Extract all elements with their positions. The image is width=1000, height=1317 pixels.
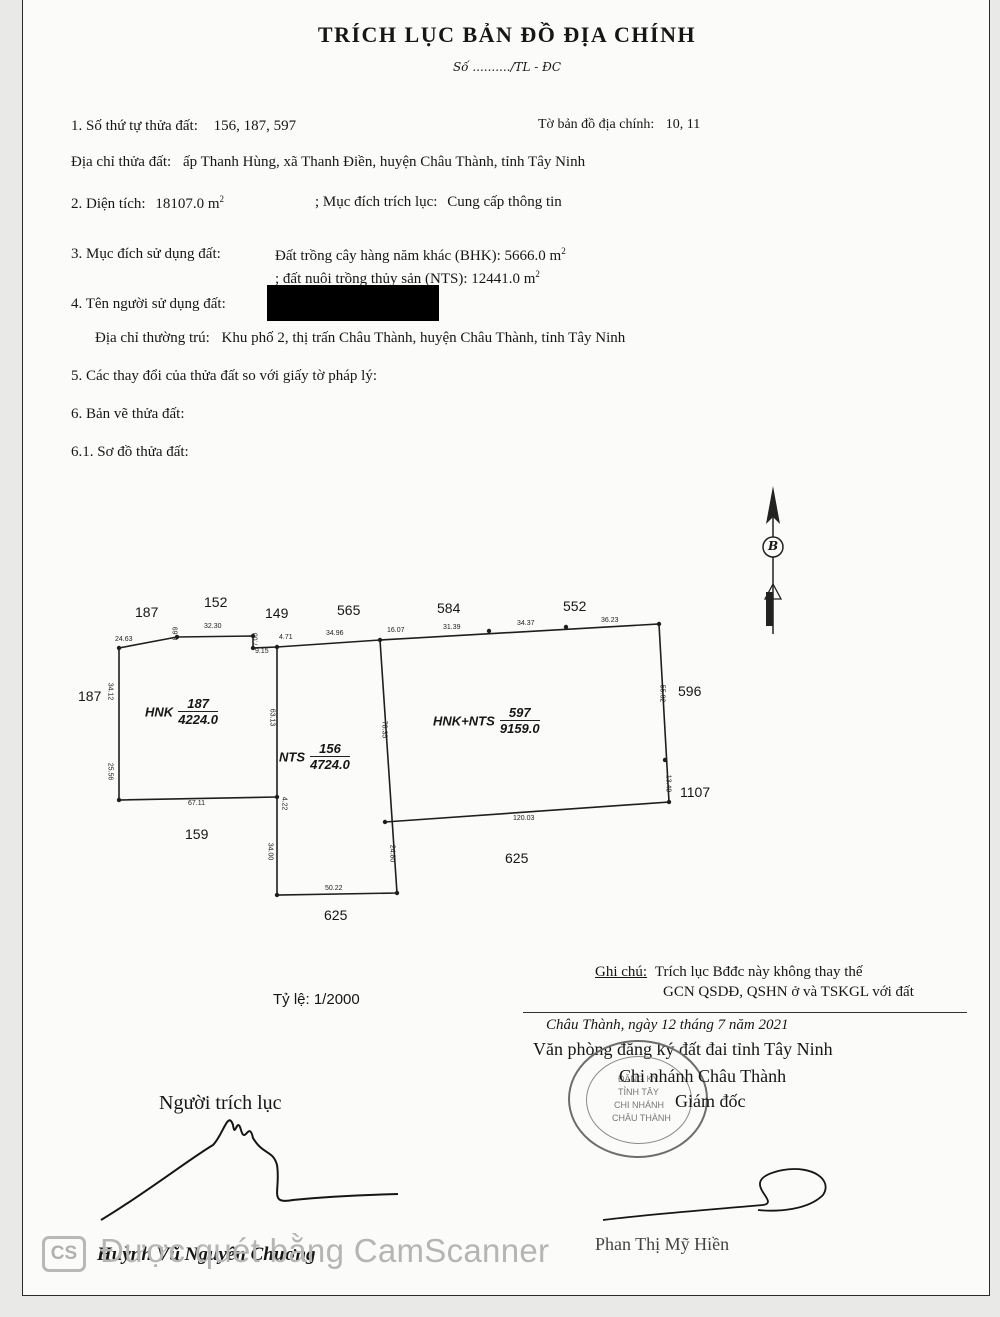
land-use-line-1: Đất trồng cây hàng năm khác (BHK): 5666.… xyxy=(275,246,566,264)
dim-top-6: 34.96 xyxy=(326,630,344,637)
parcel-code: HNK xyxy=(145,704,174,720)
neighbor-top-6: 552 xyxy=(563,598,587,614)
drawing-label: 6. Bản vẽ thửa đất: xyxy=(71,406,185,422)
map-sheet-label: Tờ bản đồ địa chính: xyxy=(538,117,655,132)
document-page: TRÍCH LỤC BẢN ĐỒ ĐỊA CHÍNH Số ..........… xyxy=(22,0,990,1296)
official-seal: ĐĂNG KÝ TỈNH TÂY CHI NHÁNH CHÂU THÀNH xyxy=(568,1040,708,1158)
parcel-number: 156 xyxy=(310,742,350,757)
office-line-2: Chi nhánh Châu Thành xyxy=(619,1066,787,1086)
changes-label: 5. Các thay đổi của thửa đất so với giấy… xyxy=(71,368,378,384)
dim-bottom-right: 120.03 xyxy=(513,815,535,822)
office-line-3: Giám đốc xyxy=(675,1091,746,1111)
dim-top-9: 34.37 xyxy=(517,620,535,627)
parcel-number: 187 xyxy=(178,697,219,712)
residence-label: Địa chỉ thường trú: xyxy=(95,330,210,346)
parcel-area: 4724.0 xyxy=(310,757,350,772)
parcel-number-label: 1. Số thứ tự thửa đất: xyxy=(71,118,198,134)
neighbor-bottom-mid: 625 xyxy=(324,907,348,923)
parcel-code: NTS xyxy=(279,749,305,765)
dim-divider-2: 4.22 xyxy=(280,796,288,811)
signature-left xyxy=(100,1119,399,1221)
note-line-2: GCN QSDĐ, QSHN ở và TSKGL với đất xyxy=(663,984,914,1000)
redaction-box xyxy=(267,285,439,321)
place-date: Châu Thành, ngày 12 tháng 7 năm 2021 xyxy=(546,1017,789,1033)
parcel-number: 597 xyxy=(499,706,540,721)
dim-top-7: 16.07 xyxy=(387,627,405,634)
dim-notch: 9.15 xyxy=(255,648,269,655)
dim-top-10: 36.23 xyxy=(601,617,619,624)
neighbor-right-top: 596 xyxy=(678,683,702,699)
parcel-area: 4224.0 xyxy=(178,712,219,727)
dim-left-2: 25.56 xyxy=(106,762,114,781)
address-row: Địa chỉ thửa đất: ấp Thanh Hùng, xã Than… xyxy=(71,154,585,171)
dim-divider-4: 78.35 xyxy=(380,720,388,739)
parcel-label-597: HNK+NTS 597 9159.0 xyxy=(433,706,540,736)
address-value: ấp Thanh Hùng, xã Thanh Điền, huyện Châu… xyxy=(182,154,586,170)
dim-divider-1: 63.13 xyxy=(268,708,276,727)
purpose-value: Cung cấp thông tin xyxy=(447,194,562,210)
dim-top-2: 8.69 xyxy=(172,626,180,641)
map-sheet-value: 10, 11 xyxy=(665,117,701,132)
dim-right-2: 13.49 xyxy=(664,774,672,793)
map-scale: Tỷ lệ: 1/2000 xyxy=(273,991,360,1008)
dim-top-3: 32.30 xyxy=(204,623,222,630)
neighbor-top-3: 149 xyxy=(265,605,289,621)
parcel-code: HNK+NTS xyxy=(433,713,495,729)
dim-left-1: 34.12 xyxy=(106,682,114,701)
neighbor-top-4: 565 xyxy=(337,602,361,618)
map-sheet-row: Tờ bản đồ địa chính: 10, 11 xyxy=(538,117,700,133)
extractor-name: Huỳnh Vũ Nguyên Chương xyxy=(97,1244,316,1265)
neighbor-right-bottom: 1107 xyxy=(680,784,711,800)
neighbor-left: 187 xyxy=(78,688,102,704)
parcel-area: 9159.0 xyxy=(499,721,540,736)
dim-top-5: 4.71 xyxy=(279,634,293,641)
note-divider xyxy=(523,1012,967,1013)
dim-top-8: 31.39 xyxy=(443,624,461,631)
dim-bottom-mid: 50.22 xyxy=(325,885,343,892)
neighbor-top-1: 187 xyxy=(135,604,159,620)
north-label: B xyxy=(768,539,779,553)
address-label: Địa chỉ thửa đất: xyxy=(71,154,172,170)
extractor-title: Người trích lục xyxy=(159,1092,282,1114)
north-arrow-icon xyxy=(762,486,784,634)
document-number: Số ........../TL - ĐC xyxy=(452,60,562,74)
land-use-label: 3. Mục đích sử dụng đất: xyxy=(71,246,221,262)
parcel-label-187: HNK 187 4224.0 xyxy=(145,697,219,727)
dim-divider-5: 24.80 xyxy=(388,844,396,863)
note-label: Ghi chú: xyxy=(595,964,648,980)
parcel-number-value: 156, 187, 597 xyxy=(213,118,297,134)
land-user-label: 4. Tên người sử dụng đất: xyxy=(71,296,226,312)
land-use-line-2: ; đất nuôi trồng thủy sản (NTS): 12441.0… xyxy=(275,269,540,287)
director-name: Phan Thị Mỹ Hiền xyxy=(595,1234,730,1254)
area-row: 2. Diện tích: 18107.0 m2 xyxy=(71,194,224,213)
neighbor-top-5: 584 xyxy=(437,600,461,616)
camscanner-watermark: Được quét bằng CamScanner xyxy=(100,1232,550,1269)
neighbor-bottom-left: 159 xyxy=(185,826,209,842)
note-line-1: Trích lục Bđđc này không thay thế xyxy=(654,964,863,980)
dim-divider-3: 34.00 xyxy=(266,842,274,861)
area-value: 18107.0 m xyxy=(155,196,220,212)
camscanner-logo-icon: CS xyxy=(42,1236,86,1272)
parcel-number-row: 1. Số thứ tự thửa đất: 156, 187, 597 xyxy=(71,118,296,135)
diagram-label: 6.1. Sơ đồ thửa đất: xyxy=(71,444,189,460)
document-title: TRÍCH LỤC BẢN ĐỒ ĐỊA CHÍNH xyxy=(317,22,697,47)
parcel-diagram xyxy=(116,621,672,898)
dim-bottom-1: 67.11 xyxy=(188,800,205,807)
parcel-label-156: NTS 156 4724.0 xyxy=(279,742,350,772)
area-label: 2. Diện tích: xyxy=(71,196,146,212)
note-row-1: Ghi chú: Trích lục Bđđc này không thay t… xyxy=(595,964,863,981)
dim-top-1: 24.63 xyxy=(115,636,133,643)
purpose-row: ; Mục đích trích lục: Cung cấp thông tin xyxy=(315,194,562,211)
neighbor-bottom-right: 625 xyxy=(505,850,529,866)
signature-right xyxy=(602,1168,827,1221)
residence-value: Khu phố 2, thị trấn Châu Thành, huyện Ch… xyxy=(221,330,626,346)
purpose-label: ; Mục đích trích lục: xyxy=(315,194,438,210)
residence-row: Địa chỉ thường trú: Khu phố 2, thị trấn … xyxy=(95,330,625,347)
area-unit-exponent: 2 xyxy=(219,194,225,204)
neighbor-top-2: 152 xyxy=(204,594,228,610)
dim-top-4: 7.00 xyxy=(252,632,260,647)
dim-right-1: 55.02 xyxy=(658,684,666,703)
